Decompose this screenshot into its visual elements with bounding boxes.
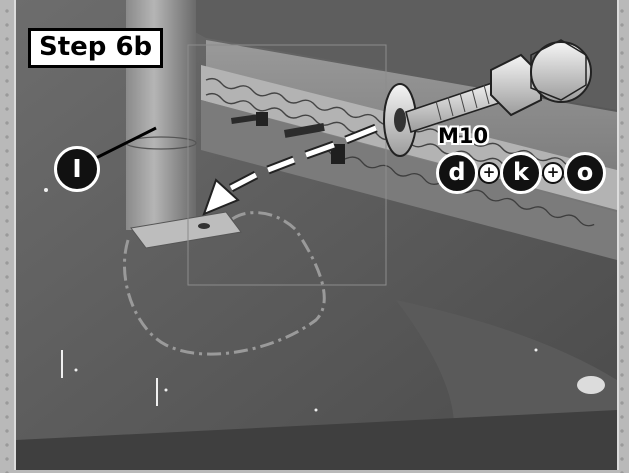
washer-hole: [394, 108, 406, 132]
hardware-badge-o: o: [564, 152, 606, 194]
part-callout: I: [54, 146, 100, 192]
plate-hole: [198, 223, 210, 229]
bolt-size-label: M10: [438, 124, 489, 148]
plus-sign-2: +: [542, 162, 564, 184]
bolt-assembly: [383, 39, 592, 157]
hardware-badge-k: k: [500, 152, 542, 194]
illustration-canvas: [16, 0, 617, 470]
guide-frame: [187, 44, 387, 286]
insertion-arrow: [202, 123, 378, 216]
rim-highlight: [577, 376, 605, 394]
assembly-illustration: [14, 0, 619, 470]
plus-sign-1: +: [478, 162, 500, 184]
step-label: Step 6b: [28, 28, 164, 68]
surface-specks: [44, 188, 538, 412]
front-edge: [16, 410, 617, 470]
left-perforation: [0, 0, 14, 473]
hardware-badge-d: d: [436, 152, 478, 194]
lower-rail: [201, 100, 617, 260]
hex-nut: [490, 53, 542, 117]
callout-leader: [85, 126, 157, 165]
foot-plate: [130, 211, 242, 249]
hidden-outline: [123, 211, 326, 356]
